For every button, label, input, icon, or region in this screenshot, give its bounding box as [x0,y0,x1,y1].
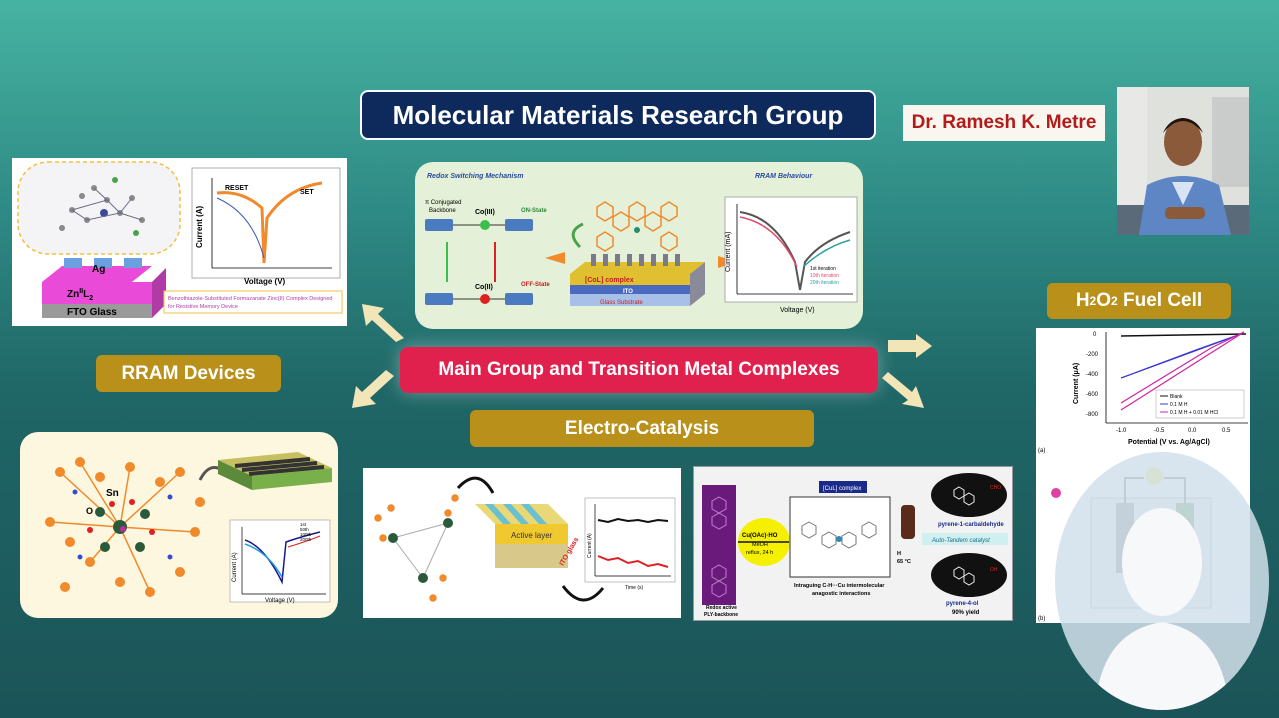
zinc-rram-panel: Ag ZnIIL2 FTO Glass RESET SET Current (A… [12,158,347,326]
svg-text:ZnIIL2: ZnIIL2 [67,288,93,302]
main-topic-box: Main Group and Transition Metal Complexe… [400,347,878,393]
p2-ylabel: Current (mA) [725,232,732,272]
webcam-overlay [1055,452,1269,710]
p5-meoh: MeOH [752,542,768,548]
p1-ylabel: Current (A) [195,205,204,248]
zn-label: Zn [67,289,79,300]
p6-leg1: Blank [1170,394,1183,400]
fuel-cell-sub2: 2 [1111,294,1118,308]
p2-co2: Co(II) [475,284,493,291]
fto-label: FTO Glass [67,307,117,318]
fuel-cell-o: O [1096,290,1112,311]
p2-complex2: L] complex [597,277,634,284]
p1-caption2: for Resistive Memory Device [168,304,238,310]
p2-off: OFF-State [521,282,550,288]
fuel-cell-sub1: 2 [1089,294,1097,308]
zn-sub: 2 [89,295,93,302]
p6-ytick-0: 0 [1093,332,1097,338]
p5-prod1: pyrene-1-carbaldehyde [938,522,1004,528]
p6-xtick-2: 0.0 [1188,428,1197,434]
p2-pi2: Backbone [429,208,456,214]
p2-ito: ITO [623,289,633,295]
arrow-down-left [352,370,394,408]
p1-caption1: Benzothiazole-Substituted Formazanate Zi… [168,296,332,302]
p3-xlabel: Voltage (V) [265,598,295,604]
p6-leg3: 0.1 M H + 0.01 M HCl [1170,410,1218,416]
p4-active: Active layer [511,531,553,540]
electro-catalysis-label: Electro-Catalysis [470,410,814,447]
p6-label-a: (a) [1038,448,1045,454]
p6-xtick-0: -1.0 [1116,428,1127,434]
p5-prod2: pyrene-4-ol [946,601,979,607]
p3-leg-3: 200th [300,537,312,542]
p5-oh: OH [990,567,998,573]
p6-ytick-1: -200 [1086,352,1099,358]
cobalt-rram-panel: Redox Switching Mechanism RRAM Behaviour… [415,162,863,329]
researcher-photo [1117,87,1249,235]
p4-ylabel: Current (A) [587,533,593,558]
p2-on: ON-State [521,208,547,214]
tin-complex-panel: Sn O Current (A) Voltage (V) 1st 50th 10… [20,432,338,618]
group-title: Molecular Materials Research Group [360,90,876,140]
p5-h2o2: H [897,551,901,557]
p6-xtick-3: 0.5 [1222,428,1231,434]
p5-auto: Auto-Tandem catalyst [931,538,990,544]
p5-redox1: Redox active [706,605,737,611]
p5-temp: 65 °C [897,559,911,565]
p2-leg3: 20th iteration [810,280,839,286]
p6-label-b: (b) [1038,616,1045,622]
fuel-cell-h: H [1075,290,1090,311]
p5-yield: 90% yield [952,610,980,616]
p5-complex2: L] complex [832,486,861,492]
p3-o: O [86,506,93,516]
p2-glass: Glass Substrate [600,300,643,306]
svg-text:[CuL] complex: [CuL] complex [823,486,861,492]
p6-leg2: 0.1 M H [1170,402,1188,408]
p5-redox2: PLY-backbone [704,612,738,618]
p2-h1: Redox Switching Mechanism [427,173,523,180]
reset-label: RESET [225,185,249,192]
p2-xlabel: Voltage (V) [780,307,815,314]
rram-devices-label: RRAM Devices [96,355,281,392]
p6-ylabel: Current (μA) [1073,363,1080,404]
fuel-cell-rest: Fuel Cell [1117,290,1203,311]
p6-xtick-1: -0.5 [1154,428,1165,434]
p3-leg-2: 100th [300,532,312,537]
arrow-down-right [882,372,924,408]
tin-device-panel: Active layer ITO glass Time (s) Current … [363,468,681,618]
p5-reagent: Cu(OAc)·HO [742,533,778,539]
set-label: SET [300,189,314,196]
zn-sup: II [79,288,83,295]
zn-l: L [83,289,89,300]
p6-ytick-4: -800 [1086,412,1099,418]
p2-complex: [Co [585,277,597,284]
p3-leg-0: 1st [300,522,307,527]
p6-ytick-3: -600 [1086,392,1099,398]
arrow-up-left [362,304,404,342]
p5-bottom2: anagostic interactions [812,591,870,597]
p5-cho: CHO [990,485,1001,491]
ag-label: Ag [92,264,105,275]
p3-ylabel: Current (A) [232,552,238,582]
p3-sn: Sn [106,488,119,499]
researcher-name: Dr. Ramesh K. Metre [903,105,1105,141]
p2-co3: Co(III) [475,209,495,216]
p4-xlabel: Time (s) [625,585,643,591]
p2-leg1: 1st iteration [810,266,836,272]
p6-xlabel: Potential (V vs. Ag/AgCl) [1128,439,1210,446]
p2-leg2: 10th iteration [810,273,839,279]
svg-text:[CoL] complex: [CoL] complex [585,277,634,284]
p2-pi1: π Conjugated [425,200,462,206]
p2-h2: RRAM Behaviour [755,173,813,180]
arrow-right [888,334,932,358]
p5-reflux: reflux, 24 h [746,550,773,556]
copper-catalysis-panel: Redox active PLY-backbone Cu(OAc)·HO MeO… [693,466,1013,621]
p3-leg-1: 50th [300,527,309,532]
p6-ytick-2: -400 [1086,372,1099,378]
p1-xlabel: Voltage (V) [244,277,286,286]
p5-bottom1: Intraguing C-H···Cu intermolecular [794,583,885,589]
p5-complex: [Cu [823,486,832,492]
